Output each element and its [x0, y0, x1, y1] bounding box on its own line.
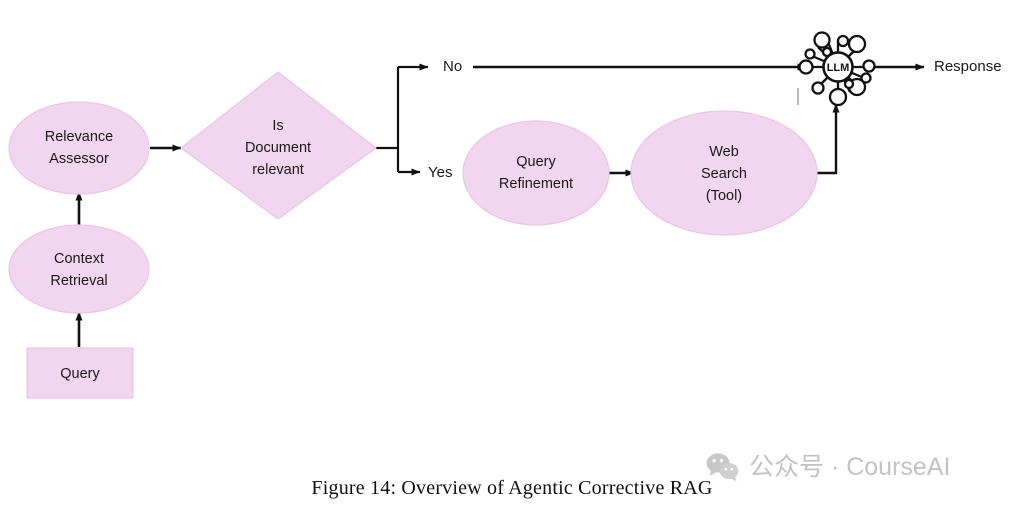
watermark-text: 公众号 · CourseAI: [749, 452, 951, 481]
node-query-label: Query: [60, 366, 100, 382]
node-decision-label-line3: relevant: [252, 162, 304, 178]
watermark: 公众号 · CourseAI: [706, 452, 950, 482]
node-is-document-relevant[interactable]: Is Document relevant: [180, 71, 378, 220]
llm-icon-label: LLM: [827, 62, 850, 74]
node-web-search-label-line2: Search: [701, 166, 747, 182]
node-context-retrieval[interactable]: Context Retrieval: [8, 224, 150, 314]
node-web-search-tool[interactable]: Web Search (Tool): [630, 110, 818, 236]
figure-caption: Figure 14: Overview of Agentic Correctiv…: [311, 477, 713, 499]
node-query-refinement[interactable]: Query Refinement: [462, 120, 610, 226]
edge-decision-branch-split: [376, 63, 429, 176]
node-context-retrieval-label-line2: Retrieval: [50, 273, 107, 289]
llm-icon[interactable]: LLM: [798, 31, 876, 107]
node-query-refinement-label-line2: Refinement: [499, 176, 573, 192]
node-relevance-assessor-label-line2: Assessor: [49, 151, 109, 167]
node-relevance-assessor-label-line1: Relevance: [45, 129, 114, 145]
node-context-retrieval-label-line1: Context: [54, 251, 104, 267]
node-query[interactable]: Query: [26, 347, 134, 399]
node-query-refinement-label-line1: Query: [516, 154, 556, 170]
node-relevance-assessor[interactable]: Relevance Assessor: [8, 101, 150, 195]
node-web-search-label-line1: Web: [709, 144, 739, 160]
branch-label-no: No: [443, 58, 462, 75]
wechat-icon: [706, 452, 740, 482]
branch-label-yes: Yes: [428, 164, 452, 181]
node-decision-label-line1: Is: [272, 118, 283, 134]
node-web-search-label-line3: (Tool): [706, 188, 742, 204]
node-decision-label-line2: Document: [245, 140, 311, 156]
response-label: Response: [934, 58, 1002, 75]
